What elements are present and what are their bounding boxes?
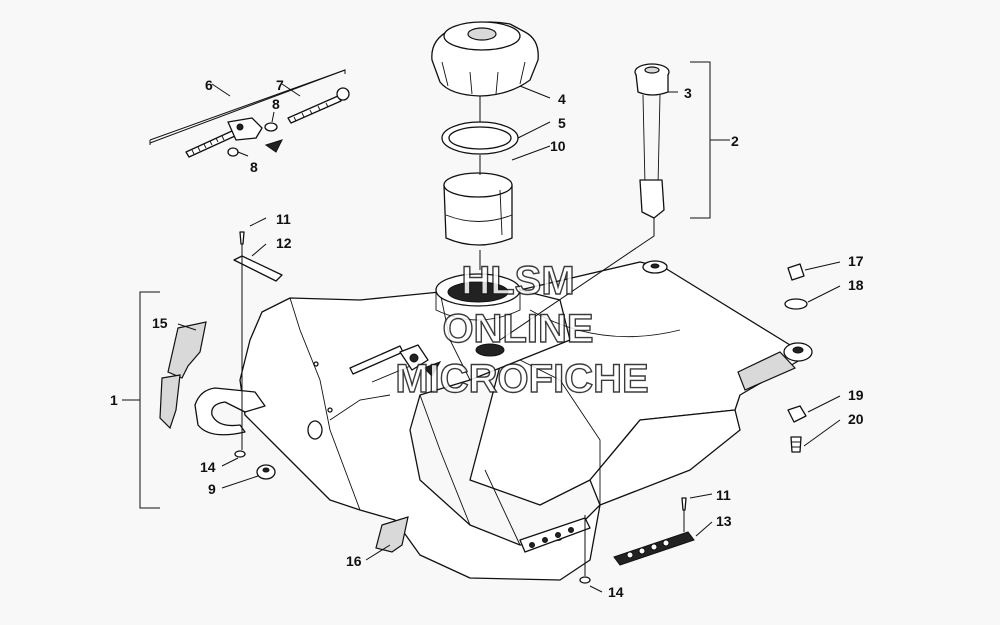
callout-9: 9 — [208, 481, 216, 497]
callout-12: 12 — [276, 235, 292, 251]
callout-10: 10 — [550, 138, 566, 154]
decal-16 — [375, 516, 409, 553]
callout-15: 15 — [152, 315, 168, 331]
callout-18: 18 — [848, 277, 864, 293]
watermark-line-1: HLSM — [461, 259, 574, 303]
callout-4: 4 — [558, 91, 566, 107]
callout-labels: 1 2 3 4 5 6 7 8 8 9 10 11 11 12 13 14 14… — [110, 77, 864, 600]
callout-6: 6 — [205, 77, 213, 93]
callout-16: 16 — [346, 553, 362, 569]
filler-sleeve — [443, 172, 513, 246]
grommet — [256, 464, 276, 480]
callout-7: 7 — [276, 77, 284, 93]
fuel-gauge — [634, 63, 670, 219]
rear-fasteners — [784, 263, 808, 453]
callout-14-left: 14 — [200, 459, 216, 475]
callout-17: 17 — [848, 253, 864, 269]
tank-strap-holes — [519, 517, 591, 553]
right-strap — [579, 497, 695, 584]
callout-13: 13 — [716, 513, 732, 529]
callout-11-left: 11 — [276, 211, 291, 227]
fuel-tank — [194, 260, 813, 581]
callout-19: 19 — [848, 387, 864, 403]
o-ring — [441, 121, 519, 155]
callout-2: 2 — [731, 133, 739, 149]
callout-20: 20 — [848, 411, 864, 427]
leader-lines — [122, 61, 841, 593]
callout-8-bottom: 8 — [250, 159, 258, 175]
callout-8-top: 8 — [272, 96, 280, 112]
watermark: HLSM ONLINE MICROFICHE — [395, 258, 650, 401]
decal-15 — [159, 321, 207, 430]
watermark-line-3: MICROFICHE — [395, 357, 648, 401]
fuel-cap — [431, 21, 539, 97]
valve-assembly — [149, 69, 350, 158]
callout-5: 5 — [558, 115, 566, 131]
tank-valve — [349, 344, 442, 383]
callout-3: 3 — [684, 85, 692, 101]
callout-11-right: 11 — [716, 487, 731, 503]
watermark-line-2: ONLINE — [442, 307, 593, 351]
callout-14-right: 14 — [608, 584, 624, 600]
callout-1: 1 — [110, 392, 118, 408]
left-strap — [233, 231, 283, 458]
